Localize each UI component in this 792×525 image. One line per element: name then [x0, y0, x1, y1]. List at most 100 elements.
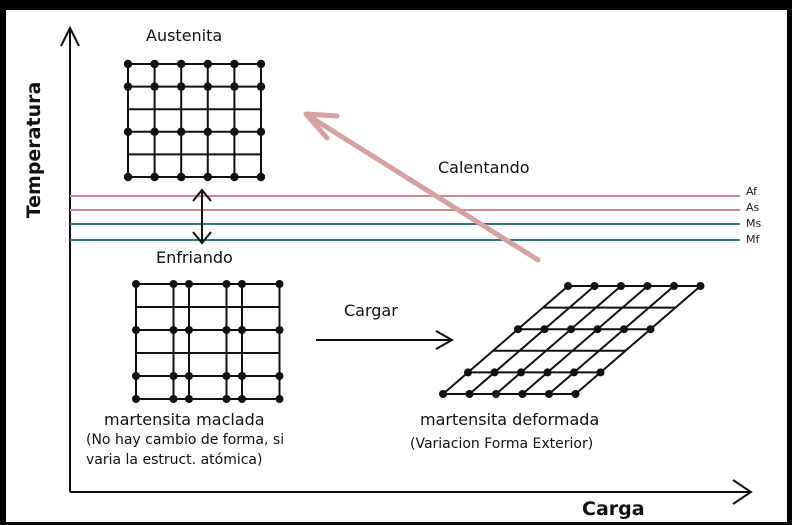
deformed-atom	[464, 368, 472, 377]
twinned-atom	[275, 395, 284, 403]
austenite-atom	[203, 82, 212, 91]
austenite-atom	[123, 172, 133, 182]
twinned-atom	[222, 395, 231, 403]
austenite-atom	[123, 59, 133, 69]
deformed-atom	[593, 325, 602, 334]
austenite-atom	[203, 127, 212, 136]
deformed-atom	[514, 325, 522, 334]
twinned-atom	[185, 280, 193, 288]
austenite-atom	[256, 82, 266, 91]
deformed-atom	[564, 282, 572, 290]
deformed-atom	[596, 368, 605, 377]
loading-arrow	[316, 330, 455, 350]
austenite-atom	[177, 172, 186, 182]
shape-memory-diagram	[60, 25, 753, 505]
twinned-atom	[169, 372, 178, 380]
heating-label: Calentando	[438, 158, 530, 177]
deformed-martensite-lattice	[439, 282, 705, 398]
loading-label: Cargar	[344, 301, 398, 320]
deformed-atom	[517, 368, 525, 377]
austenite-atom	[150, 59, 159, 69]
austenite-atom	[123, 82, 133, 91]
y-axis-label: Temperatura	[23, 81, 45, 219]
austenite-label: Austenita	[146, 26, 223, 45]
twinned-atom	[222, 280, 231, 288]
temp-label-as: As	[746, 201, 760, 214]
deformed-atom	[439, 390, 447, 398]
deformed-column-line	[548, 285, 675, 395]
x-axis-arrowhead	[732, 479, 753, 505]
austenite-atom	[230, 172, 239, 182]
deformed-atom	[465, 390, 474, 398]
deformed-atom	[545, 390, 553, 398]
austenite-atom	[256, 172, 266, 182]
austenite-atom	[150, 82, 159, 91]
twinned-atom	[132, 326, 140, 334]
heating-arrow	[303, 111, 541, 263]
deformed-atom	[492, 390, 500, 398]
diagram-frame: Austenita Calentando Enfriando Cargar Af…	[6, 10, 787, 522]
twinned-atom	[238, 395, 246, 403]
deformed-column-line	[495, 285, 622, 395]
x-axis-label: Carga	[582, 498, 645, 520]
deformed-atom	[617, 282, 625, 290]
twinned-atom	[185, 326, 193, 334]
temperature-lines	[70, 195, 740, 241]
deformed-column-line	[521, 285, 649, 395]
twinned-martensite-label: martensita maclada	[104, 410, 265, 429]
deformed-atom	[567, 325, 575, 334]
twinned-atom	[275, 372, 284, 380]
twinned-martensite-lattice	[132, 280, 284, 403]
deformed-column-line	[442, 285, 569, 395]
austenite-atom	[123, 127, 133, 136]
cooling-label: Enfriando	[156, 248, 233, 267]
twinned-atom	[169, 395, 178, 403]
austenite-lattice	[123, 59, 266, 182]
axes	[60, 25, 753, 505]
twinned-atom	[222, 372, 231, 380]
twinned-atom	[238, 326, 246, 334]
temp-label-ms: Ms	[746, 217, 762, 230]
twinned-atom	[185, 395, 193, 403]
twinned-atom	[222, 326, 231, 334]
deformed-atom	[570, 368, 578, 377]
twinned-atom	[238, 280, 246, 288]
deformed-column-line	[468, 285, 596, 395]
austenite-atom	[177, 59, 186, 69]
austenite-atom	[230, 82, 239, 91]
deformed-atom	[571, 390, 580, 398]
deformed-atom	[518, 390, 527, 398]
deformed-atom	[490, 368, 499, 377]
deformed-note: (Variacion Forma Exterior)	[410, 436, 594, 452]
austenite-atom	[177, 82, 186, 91]
austenite-atom	[150, 172, 159, 182]
austenite-atom	[203, 172, 212, 182]
austenite-atom	[177, 127, 186, 136]
deformed-atom	[670, 282, 678, 290]
temp-label-af: Af	[746, 185, 758, 198]
twinned-atom	[275, 280, 284, 288]
deformed-column-line	[574, 285, 702, 395]
y-axis-arrowhead	[60, 25, 80, 47]
deformed-atom	[590, 282, 599, 290]
austenite-atom	[150, 127, 159, 136]
deformed-atom	[643, 282, 652, 290]
austenite-atom	[230, 127, 239, 136]
twinned-atom	[185, 372, 193, 380]
twinned-atom	[132, 372, 140, 380]
twinned-atom	[238, 372, 246, 380]
deformed-atom	[696, 282, 705, 290]
temp-label-mf: Mf	[746, 233, 760, 246]
deformed-atom	[543, 368, 552, 377]
twinned-atom	[132, 395, 140, 403]
cooling-arrow	[192, 188, 212, 245]
deformed-atom	[540, 325, 549, 334]
austenite-atom	[256, 127, 266, 136]
twinned-atom	[169, 326, 178, 334]
austenite-atom	[203, 59, 212, 69]
deformed-martensite-label: martensita deformada	[420, 410, 600, 429]
deformed-atom	[620, 325, 628, 334]
austenite-atom	[256, 59, 266, 69]
austenite-atom	[230, 59, 239, 69]
deformed-atom	[646, 325, 655, 334]
